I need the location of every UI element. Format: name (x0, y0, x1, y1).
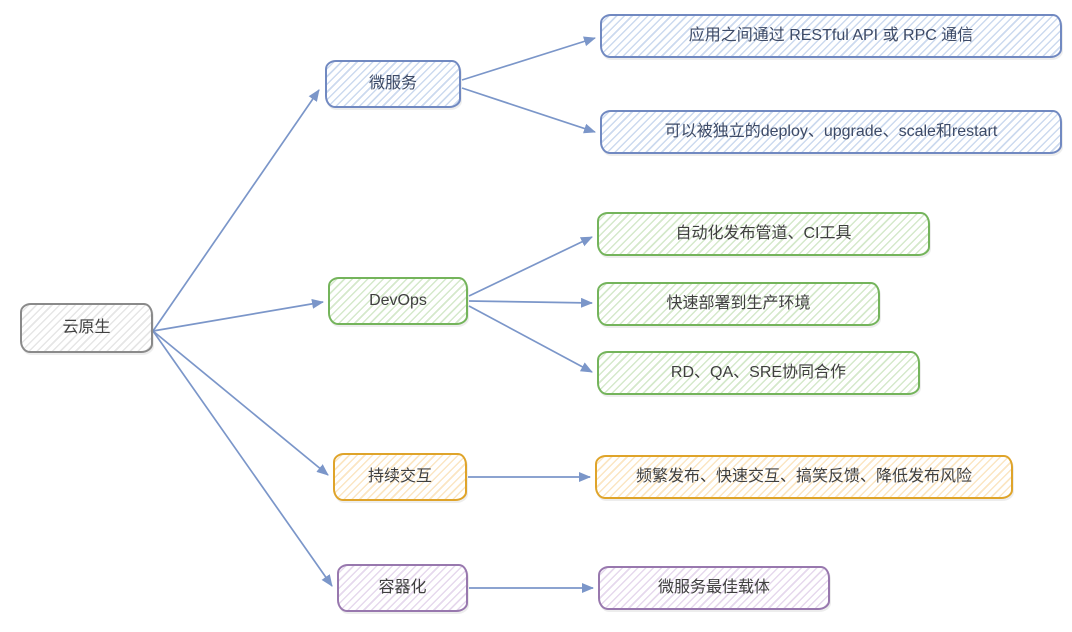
node-continuous-delivery-label: 持续交互 (367, 468, 432, 486)
edge-microservices-child2 (461, 87, 596, 134)
node-devops-child-collaboration[interactable]: RD、QA、SRE协同合作 (597, 351, 920, 395)
node-microservices-label: 微服务 (368, 75, 417, 93)
node-label: 可以被独立的deploy、upgrade、scale和restart (664, 123, 998, 141)
node-label: 快速部署到生产环境 (666, 295, 811, 313)
node-label: 应用之间通过 RESTful API 或 RPC 通信 (688, 27, 974, 45)
node-label: 频繁发布、快速交互、搞笑反馈、降低发布风险 (635, 468, 972, 486)
node-devops-child-pipeline[interactable]: 自动化发布管道、CI工具 (597, 212, 930, 256)
node-devops[interactable]: DevOps (328, 277, 468, 325)
node-microservices-child-restful[interactable]: 应用之间通过 RESTful API 或 RPC 通信 (600, 14, 1062, 58)
node-continuous-child-benefits[interactable]: 频繁发布、快速交互、搞笑反馈、降低发布风险 (595, 455, 1013, 499)
edge-devops-child3 (468, 305, 593, 373)
node-devops-label: DevOps (369, 292, 427, 310)
edge-root-microservices (152, 89, 320, 332)
node-containerization-label: 容器化 (378, 579, 427, 597)
edge-devops-child2 (468, 297, 593, 308)
node-continuous-delivery[interactable]: 持续交互 (333, 453, 467, 501)
node-label: RD、QA、SRE协同合作 (670, 364, 847, 382)
node-containerization[interactable]: 容器化 (337, 564, 468, 612)
edge-microservices-child1 (461, 36, 596, 81)
node-label: 自动化发布管道、CI工具 (675, 225, 852, 243)
node-devops-child-deploy[interactable]: 快速部署到生产环境 (597, 282, 880, 326)
node-microservices-child-independent[interactable]: 可以被独立的deploy、upgrade、scale和restart (600, 110, 1062, 154)
node-container-child-carrier[interactable]: 微服务最佳载体 (598, 566, 830, 610)
edge-root-continuous (152, 330, 329, 476)
node-label: 微服务最佳载体 (657, 579, 770, 597)
node-cloud-native-label: 云原生 (62, 319, 111, 337)
edge-root-container (152, 330, 333, 587)
node-cloud-native[interactable]: 云原生 (20, 303, 153, 353)
edge-devops-child1 (468, 236, 593, 297)
edge-root-devops (152, 298, 324, 332)
node-microservices[interactable]: 微服务 (325, 60, 461, 108)
